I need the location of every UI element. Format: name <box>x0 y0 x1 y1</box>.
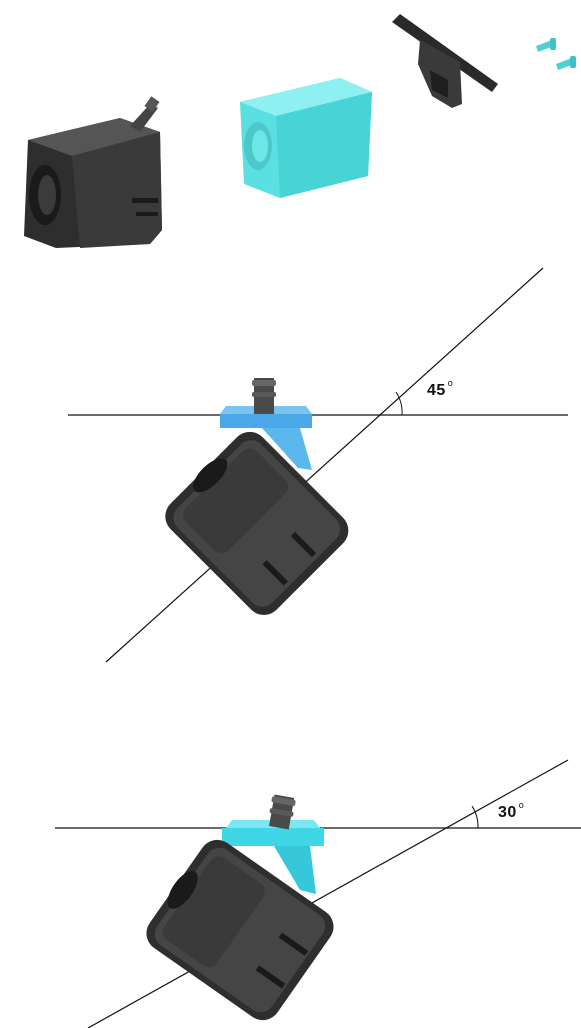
mount-bracket-part <box>392 14 498 108</box>
degree-symbol-45: o <box>447 378 454 388</box>
screws-part <box>536 38 576 70</box>
angle-value-45: 45 <box>427 382 446 399</box>
axis-line-45 <box>105 267 544 663</box>
insert-part <box>240 78 372 198</box>
angle-value-30: 30 <box>498 804 517 821</box>
housing-part <box>24 96 162 248</box>
degree-symbol-30: o <box>518 800 525 810</box>
angle-arc-30 <box>471 805 479 829</box>
angle-arc-45 <box>395 391 403 416</box>
view-45 <box>68 267 568 663</box>
axis-line-30 <box>87 759 569 1028</box>
view-30 <box>55 759 581 1028</box>
